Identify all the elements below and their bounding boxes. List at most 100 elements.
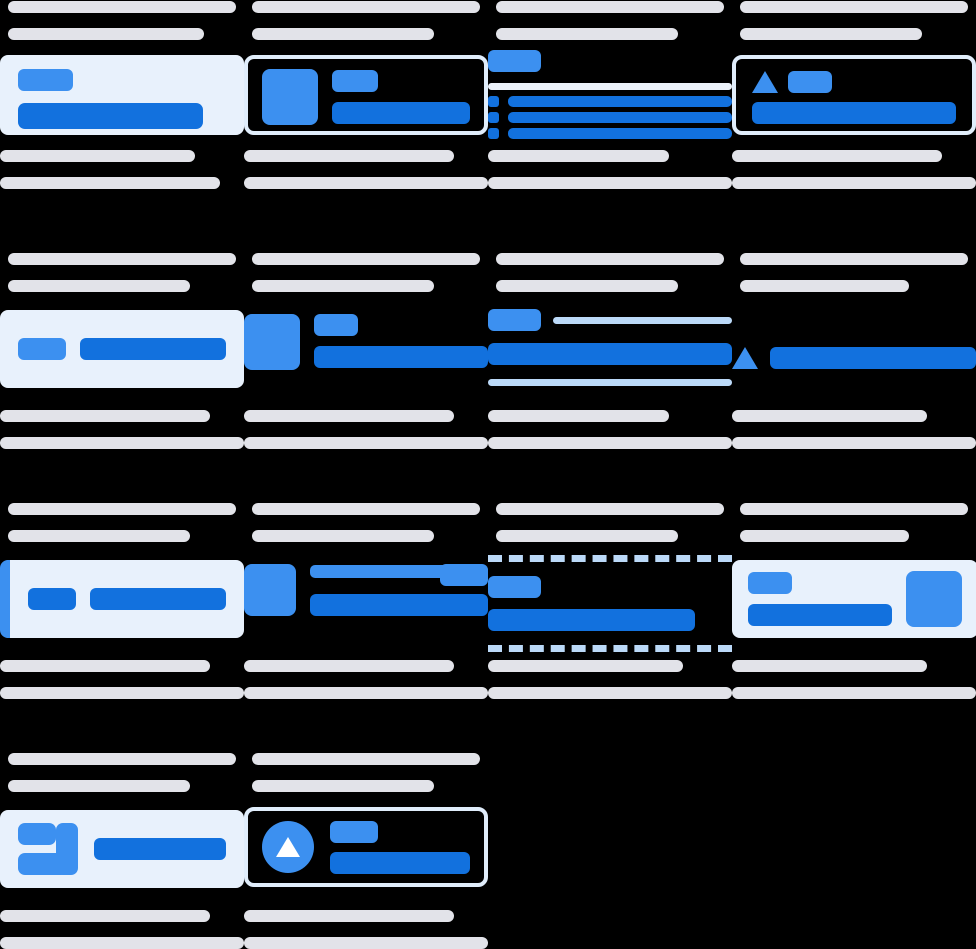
list-item[interactable] xyxy=(488,128,732,139)
cell-r4c2[interactable] xyxy=(244,752,488,949)
cell-r1c2[interactable] xyxy=(244,0,488,252)
circle-triangle-icon xyxy=(262,821,314,873)
placeholder-line xyxy=(8,28,205,40)
primary-bar[interactable] xyxy=(748,604,892,626)
placeholder-line xyxy=(740,503,968,515)
content-list[interactable] xyxy=(488,50,732,139)
badge-chip[interactable] xyxy=(330,820,378,843)
content-dashed-band[interactable] xyxy=(488,555,732,652)
square-icon xyxy=(906,571,962,627)
badge-chip[interactable] xyxy=(18,69,73,91)
square-icon xyxy=(244,314,300,370)
list-item[interactable] xyxy=(488,96,732,107)
placeholder-line xyxy=(252,753,480,765)
bullet-icon xyxy=(488,112,499,123)
bottom-placeholder-lines xyxy=(0,910,244,949)
top-placeholder-lines xyxy=(740,502,968,542)
cell-r4c1[interactable] xyxy=(0,752,244,949)
badge-chip[interactable] xyxy=(488,50,541,72)
content-card[interactable] xyxy=(244,807,488,887)
content-card[interactable] xyxy=(0,810,244,888)
cell-r2c1[interactable] xyxy=(0,252,244,502)
primary-bar[interactable] xyxy=(752,102,956,124)
cell-r2c3[interactable] xyxy=(488,252,732,502)
content-card[interactable] xyxy=(0,560,244,638)
list-item[interactable] xyxy=(488,112,732,123)
content-inline[interactable] xyxy=(732,347,976,369)
placeholder-line xyxy=(8,780,191,792)
square-icon xyxy=(244,564,296,616)
primary-bar[interactable] xyxy=(18,103,203,129)
primary-bar[interactable] xyxy=(488,343,732,365)
cell-r1c4[interactable] xyxy=(732,0,976,252)
primary-bar[interactable] xyxy=(488,609,696,631)
primary-bar[interactable] xyxy=(90,588,226,610)
placeholder-line xyxy=(244,910,454,922)
list-item-bar xyxy=(508,128,732,139)
primary-bar[interactable] xyxy=(770,347,976,369)
content-card[interactable] xyxy=(0,55,244,135)
cell-r2c2[interactable] xyxy=(244,252,488,502)
triangle-icon xyxy=(732,347,758,369)
badge-chip[interactable] xyxy=(332,70,378,92)
placeholder-line xyxy=(244,410,454,422)
placeholder-line xyxy=(496,530,679,542)
placeholder-line xyxy=(244,437,488,449)
placeholder-line xyxy=(252,253,480,265)
placeholder-line xyxy=(252,280,435,292)
top-placeholder-lines xyxy=(496,252,724,292)
cell-r2c4[interactable] xyxy=(732,252,976,502)
badge-chip[interactable] xyxy=(748,572,792,594)
bottom-placeholder-lines xyxy=(488,410,732,449)
content-card[interactable] xyxy=(732,55,976,135)
content-card[interactable] xyxy=(244,55,488,135)
content-media[interactable] xyxy=(244,564,488,616)
placeholder-line xyxy=(252,1,480,13)
content-media[interactable] xyxy=(244,314,488,370)
placeholder-line xyxy=(0,937,244,949)
placeholder-line xyxy=(252,530,435,542)
placeholder-line xyxy=(496,503,724,515)
placeholder-line xyxy=(0,410,210,422)
cell-r3c4[interactable] xyxy=(732,502,976,752)
triangle-icon xyxy=(752,71,778,93)
content-stack[interactable] xyxy=(488,309,732,386)
primary-bar[interactable] xyxy=(332,102,470,124)
primary-bar[interactable] xyxy=(94,838,226,860)
placeholder-line xyxy=(8,503,236,515)
badge-chip[interactable] xyxy=(788,71,832,93)
badge-chip[interactable] xyxy=(488,576,541,598)
content-card[interactable] xyxy=(732,560,976,638)
primary-bar[interactable] xyxy=(314,346,488,368)
primary-bar[interactable] xyxy=(330,851,470,874)
bullet-icon xyxy=(488,96,499,107)
cell-r1c1[interactable] xyxy=(0,0,244,252)
cell-r1c3[interactable] xyxy=(488,0,732,252)
placeholder-line xyxy=(8,253,236,265)
overlap-badge[interactable] xyxy=(440,564,488,586)
badge-chip[interactable] xyxy=(314,314,358,336)
bottom-placeholder-lines xyxy=(732,660,976,699)
placeholder-line xyxy=(252,503,480,515)
primary-bar[interactable] xyxy=(310,594,488,616)
cell-r3c1[interactable] xyxy=(0,502,244,752)
bottom-placeholder-lines xyxy=(488,150,732,189)
top-placeholder-lines xyxy=(252,502,480,542)
badge-chip[interactable] xyxy=(488,309,541,331)
bottom-placeholder-lines xyxy=(0,660,244,699)
cell-r3c2[interactable] xyxy=(244,502,488,752)
badge-chip[interactable] xyxy=(18,338,66,360)
placeholder-line xyxy=(244,687,488,699)
placeholder-line xyxy=(488,660,684,672)
hairline-divider xyxy=(488,379,732,386)
cell-r3c3[interactable] xyxy=(488,502,732,752)
primary-bar[interactable] xyxy=(80,338,226,360)
placeholder-line xyxy=(0,910,210,922)
placeholder-line xyxy=(488,437,732,449)
placeholder-line xyxy=(8,530,191,542)
placeholder-line xyxy=(740,280,909,292)
placeholder-line xyxy=(488,410,669,422)
placeholder-line xyxy=(8,753,236,765)
content-card[interactable] xyxy=(0,310,244,388)
badge-chip[interactable] xyxy=(28,588,76,610)
